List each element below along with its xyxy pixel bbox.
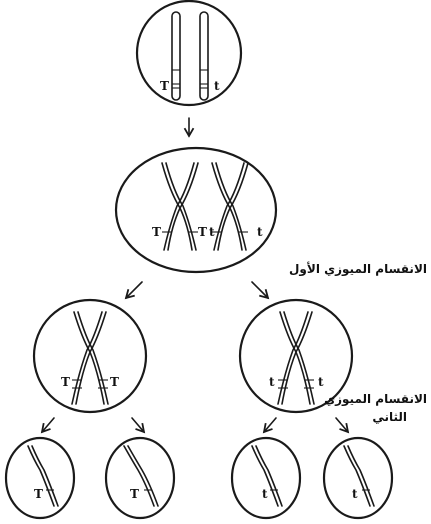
allele-label: t — [257, 225, 263, 239]
allele-label: t — [214, 79, 220, 93]
chromosome-x-left — [162, 163, 198, 250]
allele-label: t — [269, 375, 275, 389]
parent-cell: T t — [137, 1, 241, 105]
replicated-cell: T T t t — [116, 148, 276, 272]
allele-label: t — [352, 487, 358, 501]
allele-label: T — [34, 487, 43, 501]
arrow-down-right-icon — [252, 282, 268, 298]
meiosis-one-label: الانقسام الميوزي الأول — [289, 262, 427, 276]
arrow-down-left-icon — [264, 418, 276, 432]
parent-chromosome-right — [200, 12, 208, 100]
allele-label: T — [61, 375, 70, 389]
chromosome-x — [72, 312, 108, 404]
gamete-cell: T — [6, 438, 74, 518]
replicated-cell-membrane — [116, 148, 276, 272]
allele-label: t — [262, 487, 268, 501]
chromosome-x-right — [212, 163, 248, 250]
allele-label: T — [130, 487, 139, 501]
gamete-cell: t — [324, 438, 392, 518]
parent-cell-membrane — [137, 1, 241, 105]
gamete-cell: T — [106, 438, 174, 518]
allele-label: t — [318, 375, 324, 389]
meiosis-two-label-line2: الثاني — [372, 410, 407, 424]
arrow-down-right-icon — [132, 418, 144, 432]
allele-label: t — [209, 225, 215, 239]
meiosis-two-label: الانقسام الميوزي — [324, 392, 427, 406]
arrow-down-left-icon — [42, 418, 54, 432]
arrow-down-left-icon — [126, 282, 142, 298]
chromosome-x — [278, 312, 314, 404]
allele-label: T — [198, 225, 207, 239]
meiosis1-cell-left: T T — [34, 300, 146, 412]
gamete-cell: t — [232, 438, 300, 518]
parent-chromosome-left — [172, 12, 180, 100]
arrow-down-right-icon — [336, 418, 348, 432]
allele-label: T — [110, 375, 119, 389]
allele-label: T — [160, 79, 169, 93]
meiosis1-left-membrane — [34, 300, 146, 412]
allele-label: T — [152, 225, 161, 239]
